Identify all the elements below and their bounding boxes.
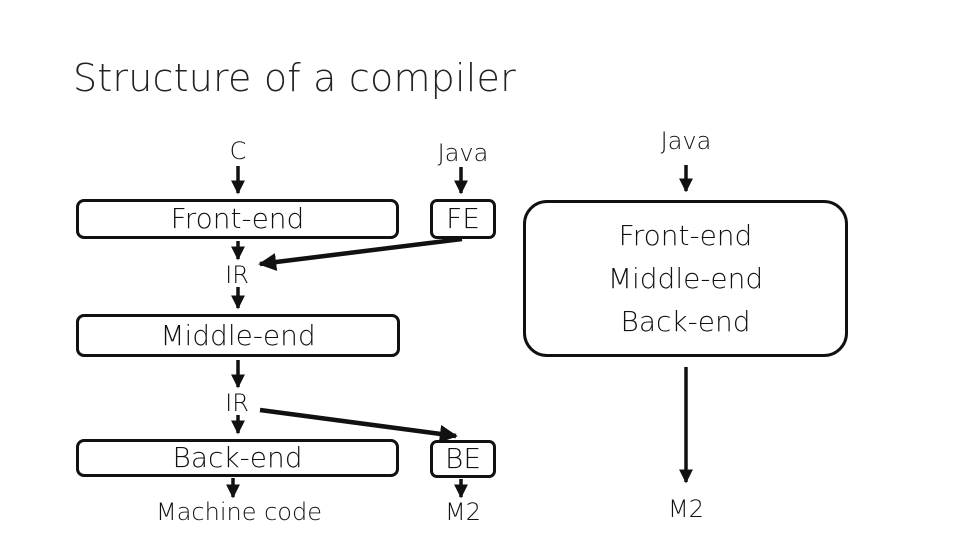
page-title: Structure of a compiler [73,56,516,100]
machine-code-label: Machine code [156,498,322,526]
backend-box: Back-end [76,439,399,477]
be-box: BE [430,440,496,478]
m2-label-2: M2 [668,495,704,523]
combined-backend-label: Back-end [620,305,751,338]
frontend-box: Front-end [76,199,399,239]
arrow-fe-to-ir [258,236,463,271]
java-input-label-2: Java [660,127,712,155]
c-input-label: C [229,137,247,165]
fe-label: FE [446,202,480,235]
middleend-label: Middle-end [160,318,316,352]
be-label: BE [444,442,482,475]
m2-label-1: M2 [445,498,481,526]
java-input-label-1: Java [437,139,489,167]
fe-box: FE [430,199,496,239]
middleend-box: Middle-end [76,314,400,357]
ir-label-2: IR [224,389,250,417]
arrow-ir-to-be [259,407,458,443]
combined-frontend-label: Front-end [618,219,753,252]
frontend-label: Front-end [170,202,305,235]
ir-label-1: IR [224,261,250,289]
combined-compiler-box: Front-end Middle-end Back-end [523,200,848,357]
combined-middleend-label: Middle-end [607,262,764,295]
backend-label: Back-end [172,441,303,474]
